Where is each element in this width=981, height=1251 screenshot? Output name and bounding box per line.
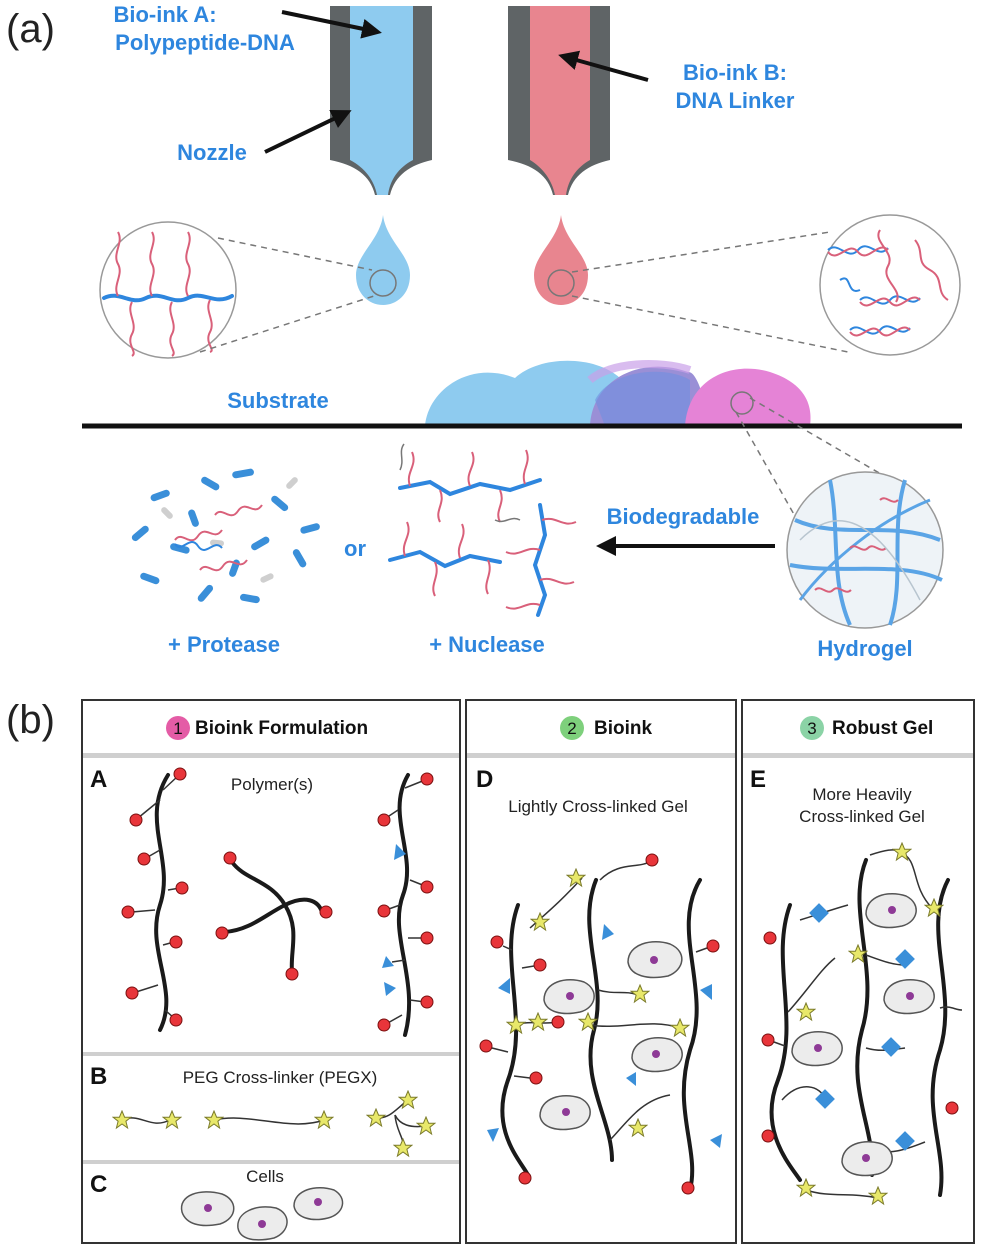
polymer-chain-1 xyxy=(121,767,189,1032)
droplet-a-focus-ring xyxy=(369,269,397,297)
nozzle-a xyxy=(330,6,432,195)
column-2-number: 2 xyxy=(567,719,576,738)
column-1-title: Bioink Formulation xyxy=(195,718,368,739)
column-2-header-bar xyxy=(467,753,735,758)
column-3-title: Robust Gel xyxy=(832,718,933,739)
zoom-a-guide-bottom xyxy=(199,295,375,353)
sub-c-title: Cells xyxy=(246,1167,284,1186)
printed-gel xyxy=(425,360,811,426)
polymer-star xyxy=(215,851,333,981)
column-2-number-badge xyxy=(560,716,584,740)
peg-crosslinker-linear-short xyxy=(112,1110,182,1129)
nozzle-arrow xyxy=(264,109,352,154)
bioink-b-arrow xyxy=(558,50,649,82)
zoom-a-guide-top xyxy=(217,237,373,271)
sub-e-letter: E xyxy=(750,766,766,793)
peg-crosslinker-branched xyxy=(366,1090,436,1157)
biodegradable-label: Biodegradable xyxy=(607,504,760,529)
polymer-chain-2 xyxy=(377,772,434,1037)
cell-3 xyxy=(293,1186,344,1221)
column-1-box xyxy=(81,699,461,1244)
protease-fragments xyxy=(131,468,320,604)
column-1-number-badge xyxy=(166,716,190,740)
sub-e-title-line1: More Heavily xyxy=(812,785,912,804)
cell-1 xyxy=(180,1191,235,1227)
nozzle-label: Nozzle xyxy=(177,140,247,165)
sub-e-title-line2: Cross-linked Gel xyxy=(799,807,925,826)
column-3-box xyxy=(741,699,975,1244)
bioink-a-label-line2: Polypeptide-DNA xyxy=(115,30,295,55)
zoom-b-guide-top xyxy=(571,231,831,273)
hydrogel-label: Hydrogel xyxy=(817,636,912,661)
cell-2 xyxy=(237,1206,288,1241)
sub-d-title: Lightly Cross-linked Gel xyxy=(508,797,688,816)
nuclease-label: + Nuclease xyxy=(429,632,545,657)
bioink-a-label-line1: Bio-ink A: xyxy=(113,2,216,27)
column-3-number-badge xyxy=(800,716,824,740)
column-3-header-bar xyxy=(743,753,973,758)
sub-a-b-divider xyxy=(83,1052,459,1056)
light-gel-network xyxy=(479,853,722,1195)
sub-c-letter: C xyxy=(90,1171,107,1198)
sub-b-letter: B xyxy=(90,1063,107,1090)
panel-a-letter: (a) xyxy=(6,7,55,51)
panel-b-letter: (b) xyxy=(6,698,55,742)
zoom-b-guide-bottom xyxy=(571,295,849,353)
heavy-gel-cells xyxy=(791,893,935,1177)
column-2-title: Bioink xyxy=(594,718,652,739)
zoom-polypeptide-dna xyxy=(99,221,237,359)
light-gel-cells xyxy=(539,941,683,1131)
bioink-b-label-line2: DNA Linker xyxy=(676,88,795,113)
substrate-label: Substrate xyxy=(227,388,328,413)
sub-a-letter: A xyxy=(90,766,107,793)
bioink-a-arrow xyxy=(281,10,382,39)
sub-b-title: PEG Cross-linker (PEGX) xyxy=(183,1068,378,1087)
column-3-number: 3 xyxy=(807,719,816,738)
protease-label: + Protease xyxy=(168,632,280,657)
droplet-b-focus-ring xyxy=(547,269,575,297)
column-1-number: 1 xyxy=(173,719,182,738)
column-2-box xyxy=(465,699,737,1244)
or-label: or xyxy=(344,536,366,561)
droplet-a xyxy=(356,215,410,305)
column-1-header-bar xyxy=(83,753,459,758)
peg-crosslinker-linear-long xyxy=(204,1110,334,1129)
sub-a-title: Polymer(s) xyxy=(231,775,313,794)
zoom-dna-linker xyxy=(819,214,961,356)
zoom-gel-guide-right xyxy=(749,397,906,489)
droplet-b xyxy=(534,215,588,305)
sub-b-c-divider xyxy=(83,1160,459,1164)
hydrogel-zoom xyxy=(786,471,944,629)
nuclease-fragments xyxy=(388,443,577,617)
nozzle-b xyxy=(508,6,610,195)
bioink-b-label-line1: Bio-ink B: xyxy=(683,60,787,85)
sub-d-letter: D xyxy=(476,766,493,793)
